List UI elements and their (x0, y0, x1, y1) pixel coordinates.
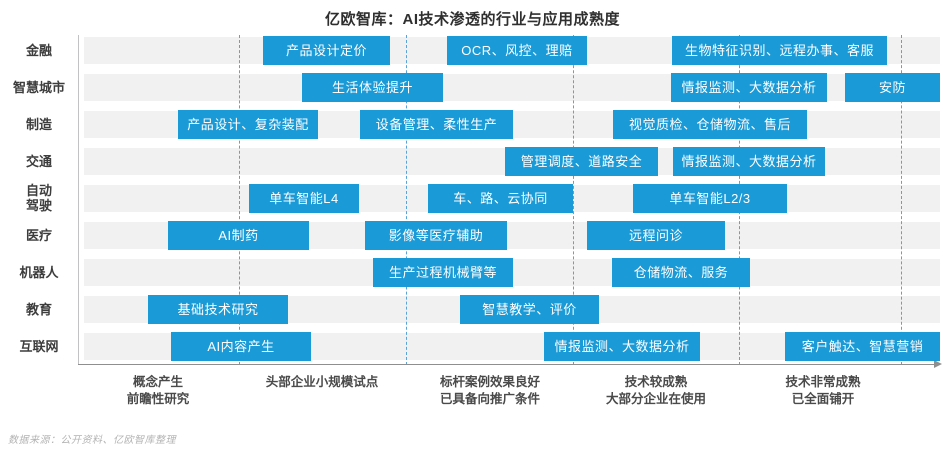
industry-label: 智慧城市 (12, 79, 65, 95)
industry-label: 金融 (25, 42, 52, 58)
application-box: 生产过程机械臂等 (373, 257, 513, 287)
industry-label: 制造 (25, 116, 52, 132)
application-box: 智慧教学、评价 (460, 294, 599, 324)
industry-label: 自动 驾驶 (25, 183, 52, 213)
stage-label: 头部企业小规模试点 (265, 375, 379, 389)
application-box: 生活体验提升 (302, 72, 443, 102)
stage-label: 标杆案例效果良好 已具备向推广条件 (439, 375, 540, 406)
stage-boundary-gridline (406, 35, 407, 365)
application-box: 仓储物流、服务 (612, 257, 750, 287)
application-box: OCR、风控、理赔 (447, 35, 587, 65)
industry-label: 医疗 (25, 227, 52, 243)
industry-label: 机器人 (19, 264, 59, 280)
application-box: 车、路、云协同 (428, 183, 573, 213)
y-axis-line (78, 35, 79, 365)
application-box: 基础技术研究 (148, 294, 288, 324)
application-box: 单车智能L2/3 (633, 183, 787, 213)
industry-label: 互联网 (19, 338, 59, 354)
application-box: AI内容产生 (171, 331, 311, 361)
x-axis-line (78, 364, 936, 365)
application-box: 客户触达、智慧营销 (785, 331, 940, 361)
application-box: 情报监测、大数据分析 (671, 72, 827, 102)
application-box: 管理调度、道路安全 (505, 146, 658, 176)
application-box: AI制药 (168, 220, 309, 250)
stage-label: 概念产生 前瞻性研究 (126, 375, 190, 406)
stage-boundary-gridline (901, 35, 902, 365)
application-box: 产品设计、复杂装配 (178, 109, 318, 139)
stage-label: 技术非常成熟 已全面铺开 (785, 375, 861, 406)
stage-boundary-gridline (239, 35, 240, 365)
x-axis-arrow-icon (934, 360, 942, 368)
source-note: 数据来源：公开资料、亿欧智库整理 (8, 435, 176, 446)
industry-label: 教育 (25, 301, 52, 317)
industry-label: 交通 (25, 153, 52, 169)
application-box: 设备管理、柔性生产 (360, 109, 513, 139)
application-box: 产品设计定价 (263, 35, 390, 65)
application-box: 安防 (845, 72, 940, 102)
stage-boundary-gridline (573, 35, 574, 365)
application-box: 视觉质检、仓储物流、售后 (613, 109, 807, 139)
application-box: 单车智能L4 (249, 183, 359, 213)
application-box: 影像等医疗辅助 (365, 220, 507, 250)
application-box: 情报监测、大数据分析 (544, 331, 700, 361)
chart-title: 亿欧智库：AI技术渗透的行业与应用成熟度 (324, 11, 620, 28)
application-box: 远程问诊 (587, 220, 725, 250)
stage-label: 技术较成熟 大部分企业在使用 (605, 375, 706, 406)
application-box: 生物特征识别、远程办事、客服 (672, 35, 887, 65)
application-box: 情报监测、大数据分析 (673, 146, 825, 176)
